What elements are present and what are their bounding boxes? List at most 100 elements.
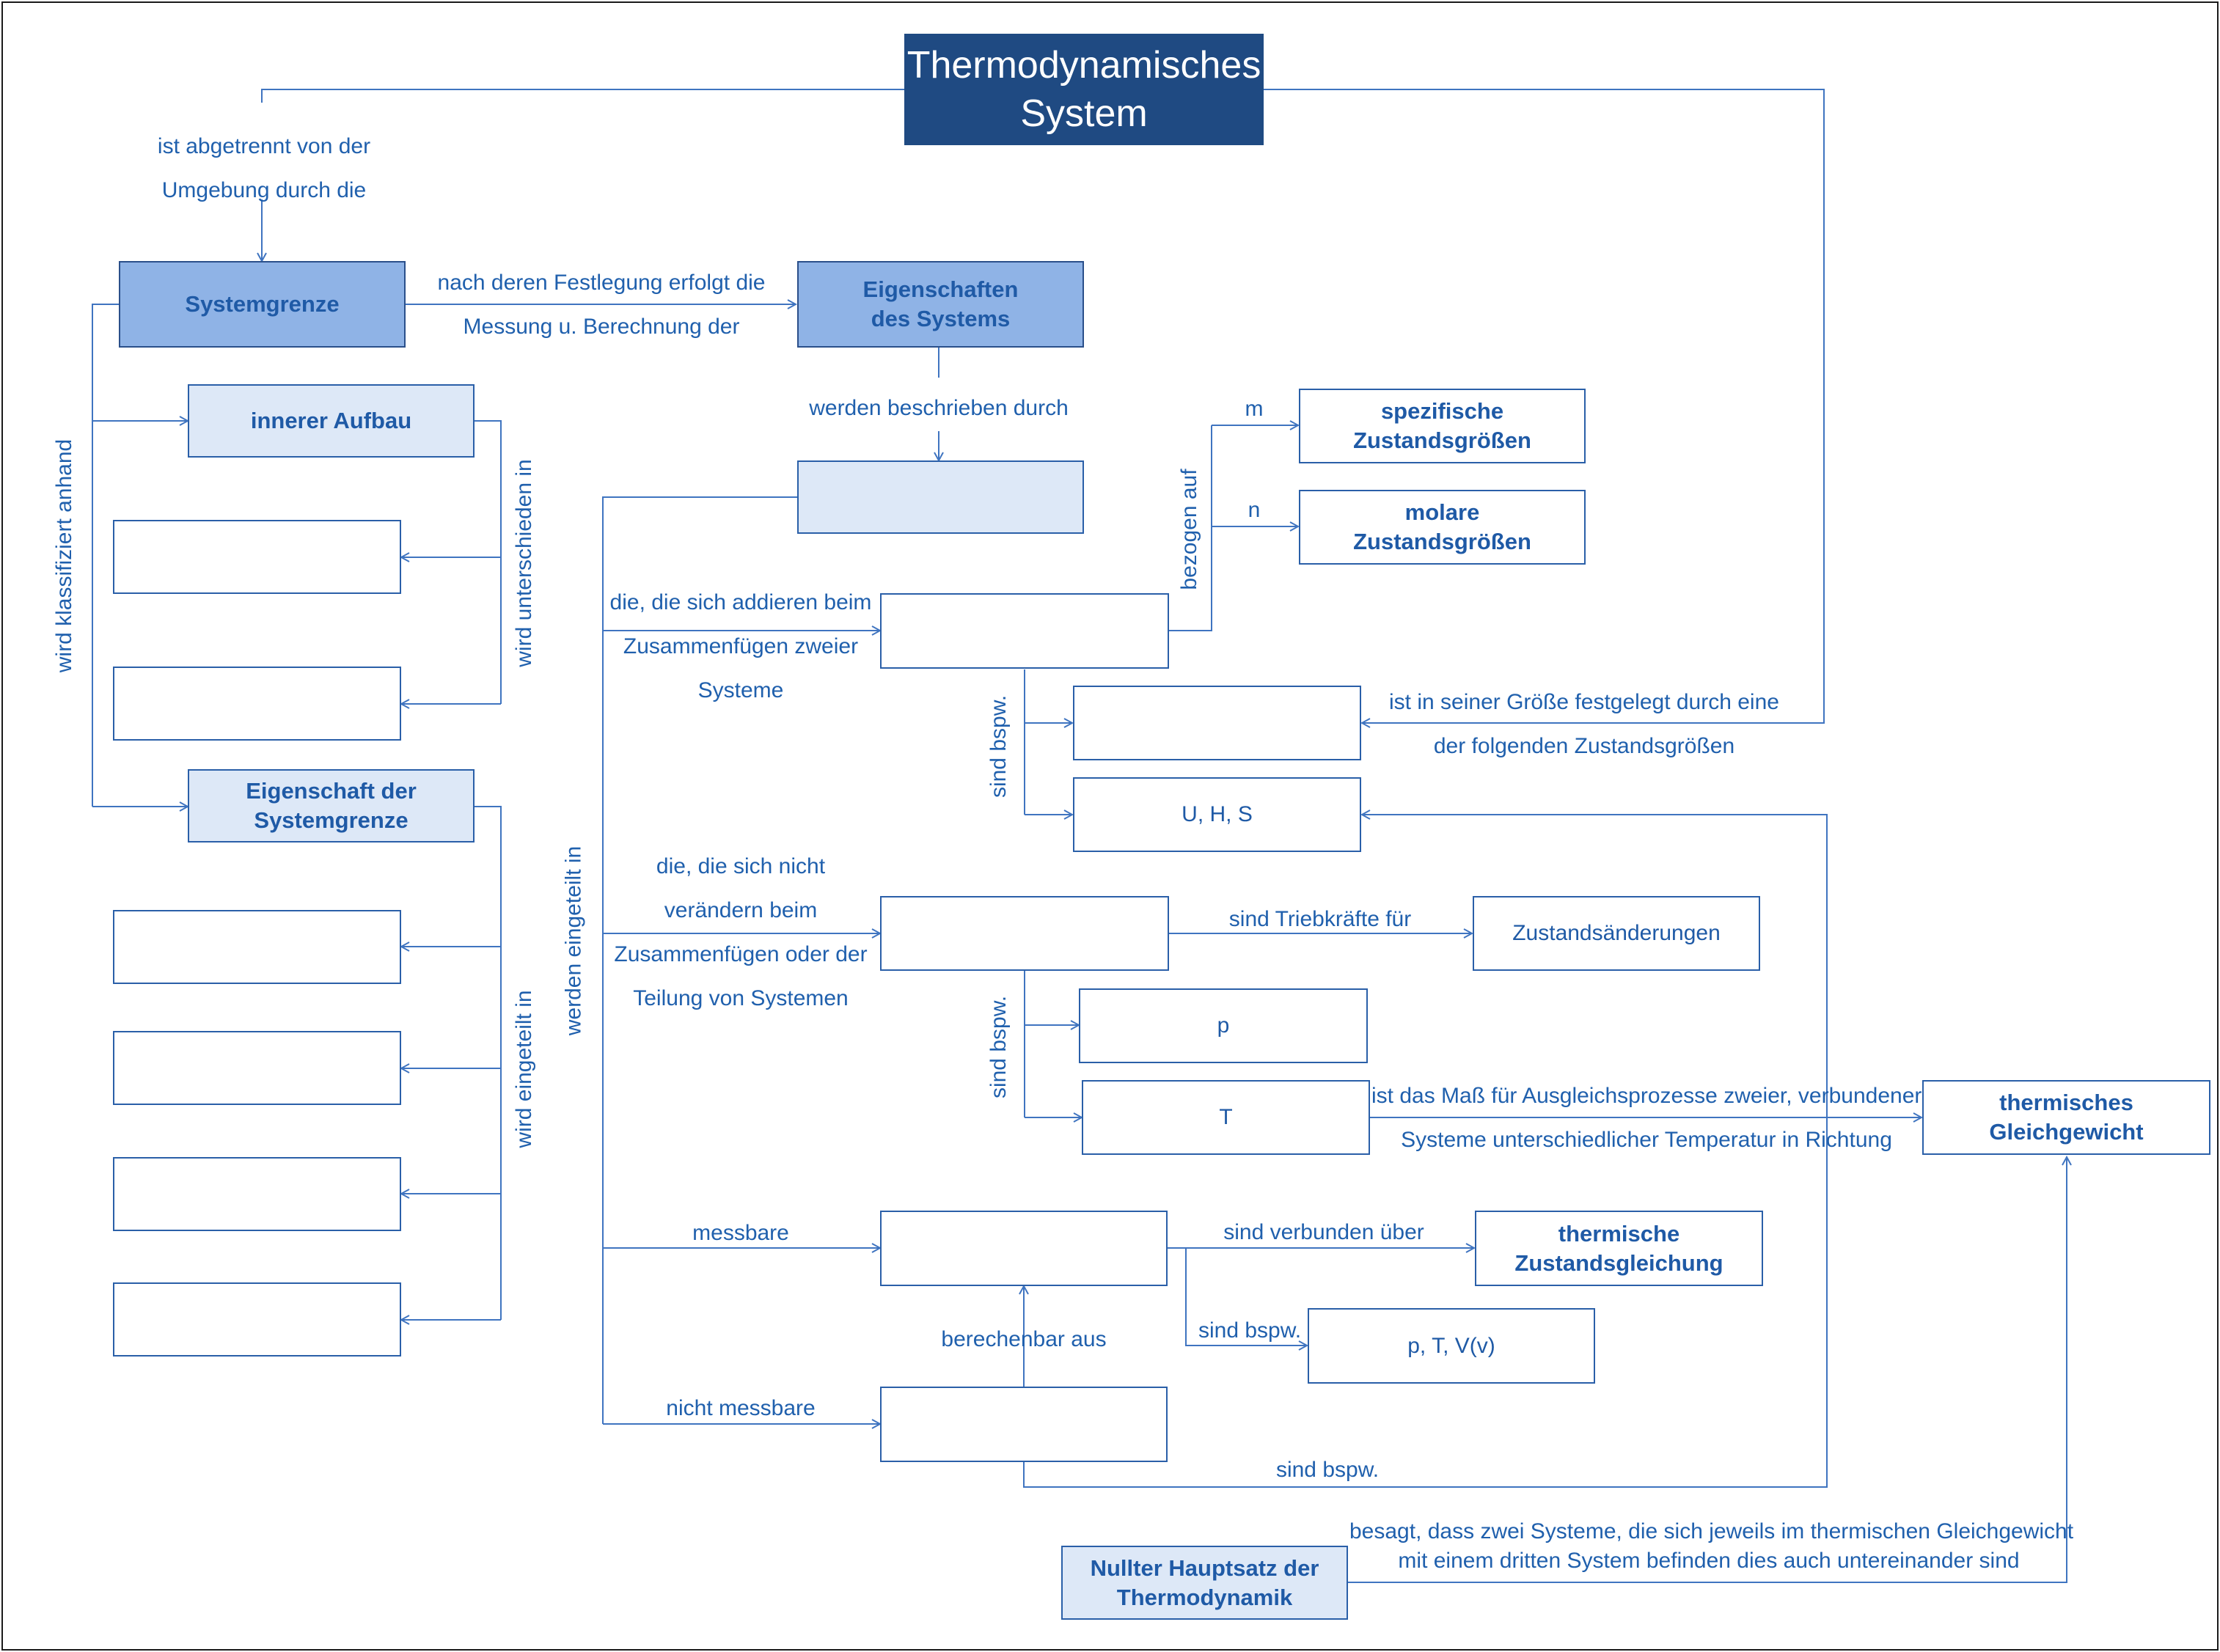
label-triebkraefte: sind Triebkräfte für	[1188, 897, 1452, 941]
label-besagt: besagt, dass zwei Systeme, die sich jewe…	[1349, 1517, 2074, 1576]
label-verbunden: sind verbunden über	[1188, 1211, 1459, 1255]
edge-grenze-trunk	[475, 806, 502, 1320]
label-eingeteilt-grenze: wird eingeteilt in	[511, 966, 538, 1172]
eigenschaften-line-1: Eigenschaften	[862, 276, 1019, 302]
edge-messbar-examples	[1185, 1248, 1307, 1346]
label-mass-line-1: ist das Maß für Ausgleichsprozesse zweie…	[1371, 1084, 1922, 1108]
extensive-blank-box	[880, 593, 1169, 669]
p-label: p	[1217, 1013, 1230, 1038]
label-besagt-line-2: mit einem dritten System befinden dies a…	[1398, 1549, 2020, 1573]
label-mass-line-2: Systeme unterschiedlicher Temperatur in …	[1401, 1128, 1892, 1152]
t-label: T	[1219, 1105, 1233, 1129]
label-n-text: n	[1248, 498, 1261, 522]
label-sind-bspw-1: sind bspw.	[986, 691, 1012, 801]
label-berechenbar: berechenbar aus	[917, 1318, 1131, 1362]
label-m: m	[1232, 387, 1276, 431]
label-festgelegt-line-2: der folgenden Zustandsgrößen	[1433, 734, 1735, 758]
spezifische-line-2: Zustandsgrößen	[1353, 427, 1531, 453]
label-sind-bspw-2: sind bspw.	[986, 992, 1012, 1102]
label-abgetrennt-line-2: Umgebung durch die	[161, 178, 367, 202]
p-t-v-label: p, T, V(v)	[1407, 1333, 1495, 1358]
title-line-1: Thermodynamisches	[906, 44, 1261, 87]
edge-nullter-gleichgewicht	[1348, 1157, 2067, 1583]
edge-described-trunk	[602, 496, 797, 1424]
zustandsgleichung-line-1: thermische	[1558, 1220, 1680, 1247]
spezifische-line-1: spezifische	[1380, 398, 1504, 424]
zustandsaenderungen-box: Zustandsänderungen	[1473, 896, 1760, 971]
edge-nicht-messbar-examples	[1023, 815, 1828, 1488]
innerer-aufbau-box: innerer Aufbau	[188, 384, 475, 458]
edge-title-right	[1264, 89, 1825, 723]
label-festlegung-line-2: Messung u. Berechnung der	[463, 315, 740, 339]
label-klassifiziert: wird klassifiziert anhand	[51, 424, 78, 688]
blank-box-grenze-c	[113, 1157, 401, 1231]
gleichgewicht-line-1: thermisches	[1999, 1090, 2133, 1115]
label-addieren-line-2: Zusammenfügen zweier	[623, 634, 859, 658]
label-sind-bspw-3: sind bspw.	[1198, 1309, 1301, 1353]
label-nicht-veraendern-line-2: verändern beim	[664, 898, 818, 922]
nicht-messbar-blank-box	[880, 1387, 1168, 1462]
blank-box-grenze-d	[113, 1282, 401, 1357]
edge-bezogen-trunk	[1169, 425, 1212, 631]
nullter-line-1: Nullter Hauptsatz der	[1090, 1554, 1319, 1581]
systemgrenze-label: Systemgrenze	[185, 291, 340, 317]
label-eingeteilt-grenze-text: wird eingeteilt in	[512, 990, 536, 1148]
blank-box-grenze-b	[113, 1031, 401, 1105]
label-sind-bspw-1-text: sind bspw.	[986, 694, 1011, 799]
u-h-s-label: U, H, S	[1182, 802, 1253, 826]
label-nicht-messbare-text: nicht messbare	[666, 1396, 816, 1420]
festgelegt-blank-box	[1073, 686, 1361, 760]
edge-innerer-trunk	[475, 420, 502, 704]
label-klassifiziert-text: wird klassifiziert anhand	[52, 438, 76, 673]
label-bezogen-auf: bezogen auf	[1176, 456, 1203, 603]
label-unterschieden-text: wird unterschieden in	[512, 459, 536, 667]
label-m-text: m	[1245, 397, 1264, 421]
label-bezogen-auf-text: bezogen auf	[1177, 469, 1201, 590]
label-besagt-line-1: besagt, dass zwei Systeme, die sich jewe…	[1349, 1519, 2074, 1543]
intensive-blank-box	[880, 896, 1169, 971]
label-beschrieben: werden beschrieben durch	[792, 386, 1085, 430]
label-festgelegt: ist in seiner Größe festgelegt durch ein…	[1379, 680, 1789, 768]
edge-classify-trunk	[92, 304, 119, 807]
label-addieren-line-1: die, die sich addieren beim	[609, 590, 872, 614]
systemgrenze-box: Systemgrenze	[119, 261, 406, 348]
molare-line-1: molare	[1404, 499, 1480, 525]
molare-line-2: Zustandsgrößen	[1353, 529, 1531, 554]
zustandsgleichung-line-2: Zustandsgleichung	[1514, 1249, 1723, 1276]
title-line-2: System	[1020, 92, 1148, 135]
label-sind-bspw-4: sind bspw.	[1239, 1448, 1415, 1492]
edge-title-systemgrenze	[261, 89, 904, 103]
gleichgewicht-line-2: Gleichgewicht	[1989, 1119, 2144, 1145]
blank-box-innerer-a	[113, 520, 401, 594]
label-eingeteilt-text: werden eingeteilt in	[561, 845, 586, 1036]
eigenschaft-grenze-line-2: Systemgrenze	[254, 807, 409, 833]
label-sind-bspw-3-text: sind bspw.	[1198, 1318, 1302, 1343]
label-beschrieben-text: werden beschrieben durch	[809, 396, 1069, 420]
nullter-line-2: Thermodynamik	[1116, 1584, 1293, 1610]
p-box: p	[1079, 988, 1368, 1063]
eigenschaft-grenze-line-1: Eigenschaft der	[246, 778, 417, 804]
label-unterschieden: wird unterschieden in	[511, 446, 538, 680]
messbar-blank-box	[880, 1211, 1168, 1286]
label-eingeteilt: werden eingeteilt in	[561, 829, 587, 1053]
label-festgelegt-line-1: ist in seiner Größe festgelegt durch ein…	[1389, 690, 1779, 714]
described-blank-box	[797, 460, 1084, 534]
label-verbunden-text: sind verbunden über	[1223, 1220, 1424, 1244]
label-messbare-text: messbare	[692, 1221, 789, 1245]
label-sind-bspw-2-text: sind bspw.	[986, 995, 1011, 1099]
label-abgetrennt-line-1: ist abgetrennt von der	[157, 134, 371, 158]
label-nicht-messbare: nicht messbare	[609, 1387, 873, 1431]
